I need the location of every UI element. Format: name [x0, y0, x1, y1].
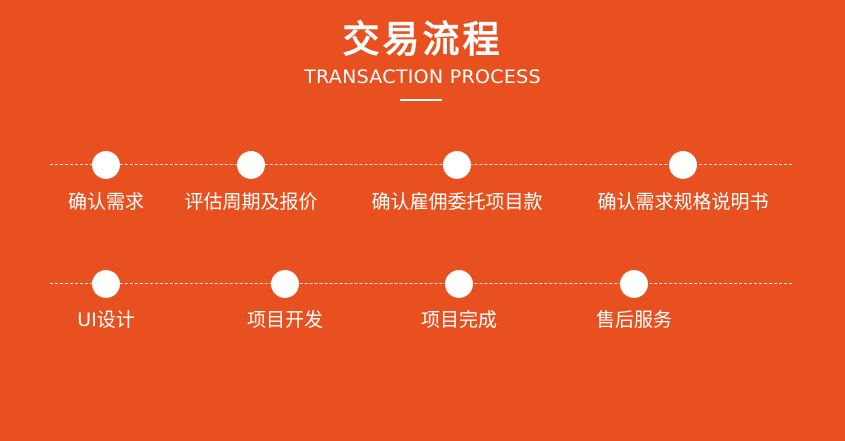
title-underline	[400, 99, 442, 101]
step-label: 确认需求	[67, 191, 145, 213]
step-label: UI设计	[77, 309, 135, 331]
step-label: 评估周期及报价	[184, 191, 318, 213]
step-label: 售后服务	[595, 309, 673, 331]
page-subtitle: TRANSACTION PROCESS	[304, 66, 541, 88]
step-dot	[669, 151, 697, 179]
step-dot	[271, 270, 299, 298]
step-dot	[237, 151, 265, 179]
step-dot	[92, 270, 120, 298]
dashed-line	[50, 283, 792, 284]
page-title: 交易流程	[342, 18, 503, 61]
step-label: 项目完成	[420, 309, 498, 331]
step-label: 确认需求规格说明书	[597, 191, 769, 213]
dashed-line	[50, 164, 792, 165]
step-dot	[620, 270, 648, 298]
step-label: 确认雇佣委托项目款	[371, 191, 543, 213]
step-label: 项目开发	[246, 309, 324, 331]
step-dot	[445, 270, 473, 298]
step-dot	[443, 151, 471, 179]
step-dot	[92, 151, 120, 179]
